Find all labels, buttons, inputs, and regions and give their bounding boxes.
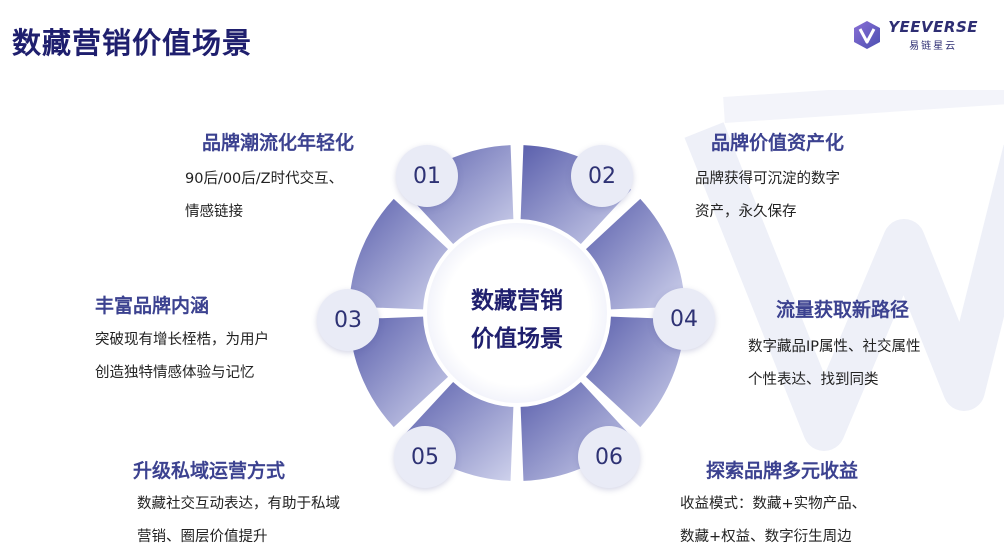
item-06-desc-line1: 收益模式：数藏+实物产品、 [680, 496, 867, 512]
ring-segment [349, 198, 449, 310]
ring-segment [349, 316, 449, 428]
brand-logo: YEEVERSE 易链星云 [852, 18, 978, 52]
step-number-05: 05 [394, 426, 456, 488]
item-06-title: 探索品牌多元收益 [706, 460, 859, 482]
step-number-03: 03 [317, 289, 379, 351]
item-04-desc-line2: 个性表达、找到同类 [748, 372, 879, 388]
item-02-desc-line1: 品牌获得可沉淀的数字 [695, 171, 840, 187]
item-05-description: 数藏社交互动表达，有助于私域 营销、圈层价值提升 [137, 488, 340, 554]
item-01-desc-line2: 情感链接 [185, 204, 243, 220]
item-03-desc-line2: 创造独特情感体验与记忆 [95, 365, 255, 381]
item-04-desc-line1: 数字藏品IP属性、社交属性 [748, 339, 921, 355]
center-label-line1: 数藏营销 [471, 288, 563, 314]
logo-icon [854, 21, 881, 49]
item-05-title: 升级私域运营方式 [133, 460, 286, 482]
step-number-01: 01 [396, 145, 458, 207]
item-06-description: 收益模式：数藏+实物产品、 数藏+权益、数字衍生周边 [680, 488, 866, 554]
step-number-06: 06 [578, 426, 640, 488]
step-number-04: 04 [653, 288, 715, 350]
item-03-desc-line1: 突破现有增长桎梏，为用户 [95, 332, 269, 348]
background-watermark [684, 90, 1004, 451]
item-06-desc-line2: 数藏+权益、数字衍生周边 [680, 529, 852, 545]
item-02-desc-line2: 资产，永久保存 [695, 204, 797, 220]
item-04-title: 流量获取新路径 [776, 299, 910, 321]
item-01-title: 品牌潮流化年轻化 [202, 132, 355, 154]
item-02-title: 品牌价值资产化 [711, 132, 845, 154]
logo-name: YEEVERSE [888, 18, 978, 36]
ring-segment [585, 198, 685, 310]
item-03-description: 突破现有增长桎梏，为用户 创造独特情感体验与记忆 [95, 324, 269, 390]
step-number-02: 02 [571, 145, 633, 207]
item-03-title: 丰富品牌内涵 [95, 295, 210, 317]
logo-subtitle: 易链星云 [909, 41, 958, 52]
ring-segment [585, 316, 685, 428]
page-title: 数藏营销价值场景 [12, 26, 253, 60]
center-circle [427, 223, 607, 403]
center-label-line2: 价值场景 [471, 326, 563, 352]
item-02-description: 品牌获得可沉淀的数字 资产，永久保存 [695, 163, 840, 229]
item-01-description: 90后/00后/Z时代交互、 情感链接 [185, 163, 343, 229]
item-04-description: 数字藏品IP属性、社交属性 个性表达、找到同类 [748, 331, 921, 397]
center-label: 数藏营销 价值场景 [447, 282, 587, 358]
item-05-desc-line1: 数藏社交互动表达，有助于私域 [137, 496, 340, 512]
item-01-desc-line1: 90后/00后/Z时代交互、 [185, 171, 344, 187]
item-05-desc-line2: 营销、圈层价值提升 [137, 529, 268, 545]
